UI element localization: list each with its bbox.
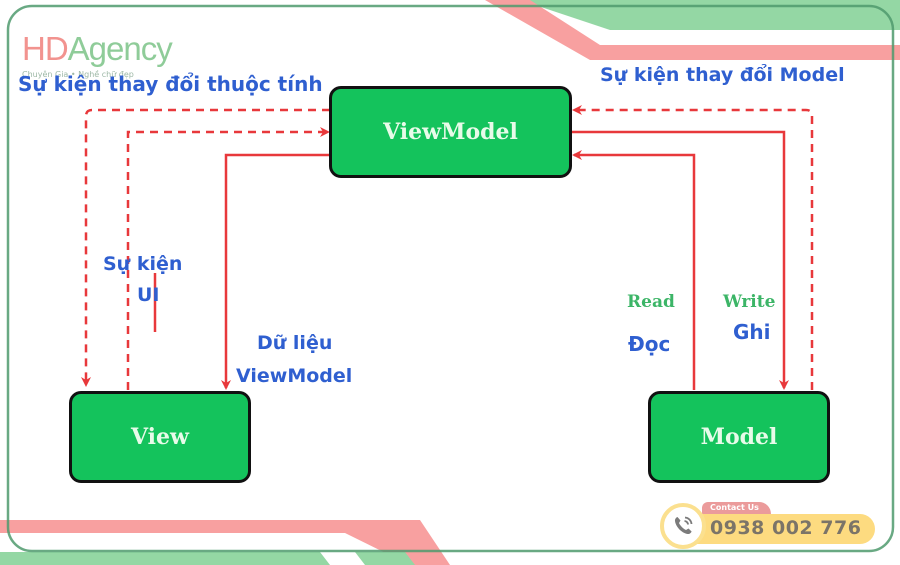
contact-phone-number[interactable]: 0938 002 776	[710, 517, 862, 539]
logo-agency: Agency	[67, 30, 173, 67]
label-write-en: Write	[723, 292, 776, 312]
hd-agency-logo: HDAgency	[22, 30, 173, 68]
deco-stripe-bottom-green-2	[355, 552, 415, 565]
deco-stripe-bottom-red	[0, 520, 450, 565]
node-viewmodel: ViewModel	[329, 86, 572, 178]
label-read-en: Read	[627, 292, 675, 312]
arrow-ui-event	[126, 127, 330, 390]
node-model: Model	[648, 391, 830, 483]
label-write-vi: Ghi	[733, 320, 771, 344]
logo-hd: HD	[22, 30, 69, 67]
arrow-write	[572, 130, 789, 390]
label-viewmodel-data-line2: ViewModel	[236, 365, 353, 387]
contact-tag: Contact Us	[702, 502, 771, 514]
diagram-frame	[6, 4, 895, 553]
label-ui-event-line1: Sự kiện	[103, 253, 183, 275]
deco-stripe-top-red	[485, 0, 900, 60]
label-ui-event-line2: UI	[137, 284, 160, 306]
arrow-viewmodel-data	[221, 153, 330, 390]
deco-stripe-bottom-green	[0, 552, 330, 565]
contact-pill	[680, 514, 875, 544]
arrow-model-change-event	[572, 105, 814, 390]
phone-icon	[660, 503, 706, 549]
label-property-change-event: Sự kiện thay đổi thuộc tính	[18, 72, 323, 96]
label-viewmodel-data-line1: Dữ liệu	[257, 332, 333, 354]
label-read-vi: Đọc	[628, 332, 671, 356]
node-model-label: Model	[700, 424, 778, 450]
node-view-label: View	[131, 424, 189, 450]
deco-stripe-top-green	[520, 0, 900, 30]
logo-tagline: Chuyên Gia • Nghề chữ đẹp	[22, 70, 134, 79]
node-viewmodel-label: ViewModel	[383, 119, 518, 145]
arrow-read	[572, 150, 696, 390]
arrow-property-change-event	[81, 108, 330, 387]
label-model-change-event: Sự kiện thay đổi Model	[600, 64, 845, 86]
node-view: View	[69, 391, 251, 483]
contact-badge[interactable]: Contact Us 0938 002 776	[660, 500, 878, 549]
